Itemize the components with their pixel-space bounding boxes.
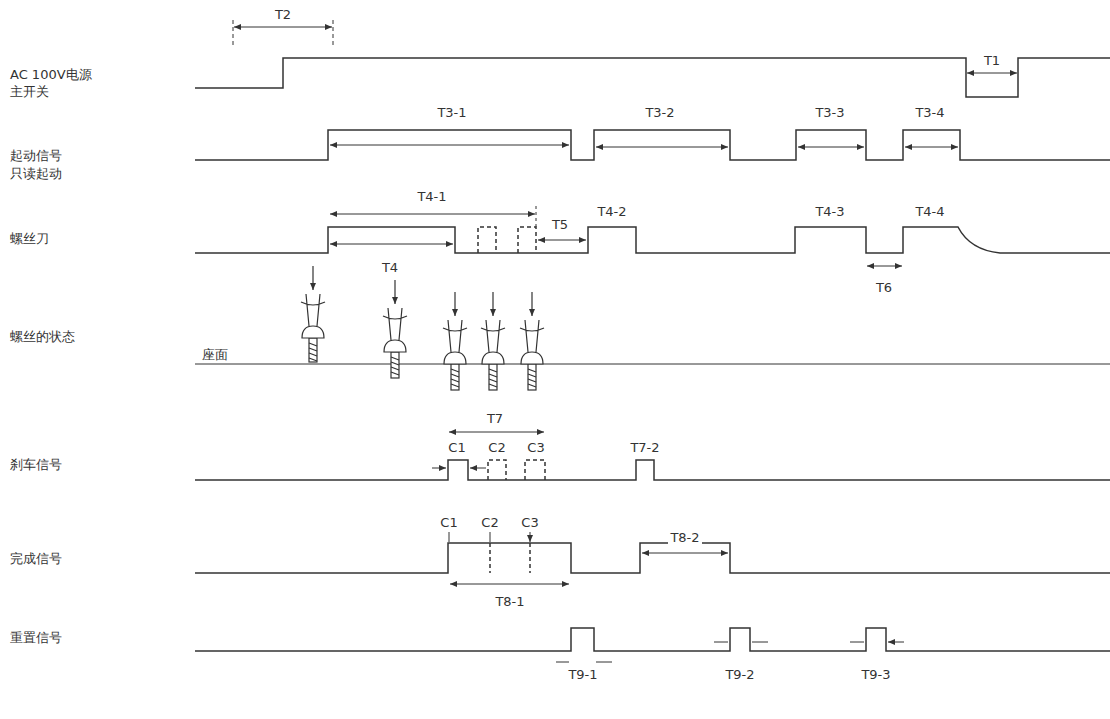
t3-arrow: [596, 147, 728, 148]
brake-dashed: [488, 460, 545, 480]
signal-name: 刹车信号: [8, 457, 64, 472]
complete-wave: [195, 543, 1110, 573]
reset-wave: [195, 628, 1110, 651]
t2-bracket: [233, 20, 333, 46]
timing-label: T7-2: [628, 440, 661, 455]
timing-label: T7: [485, 411, 505, 426]
timing-label: T8-1: [493, 594, 526, 609]
driver-dashed: [478, 227, 536, 253]
c1-width-arrow: [432, 468, 446, 469]
timing-label: T4-4: [913, 204, 946, 219]
timing-label: T4-3: [813, 204, 846, 219]
driver-wave: [195, 227, 1110, 253]
signal-name: 螺丝刀: [8, 231, 51, 246]
timing-label: T4-2: [595, 204, 628, 219]
screw-figures: [301, 266, 544, 390]
signal-name: 座面: [200, 347, 230, 362]
seat-line: [195, 364, 1110, 365]
timing-label: T1: [982, 53, 1002, 68]
t4-arrow: [330, 244, 453, 245]
timing-label: T9-1: [566, 667, 599, 682]
t3-arrows: [330, 145, 569, 146]
timing-label: T4: [380, 260, 400, 275]
timing-label: T3-4: [913, 105, 946, 120]
signal-name: 重置信号: [8, 630, 64, 645]
t4-1-tick: [536, 206, 537, 227]
brake-wave: [195, 460, 1110, 480]
t7-arrow: [449, 432, 544, 433]
t6-arrow: [867, 266, 902, 267]
complete-dashed: [490, 543, 530, 573]
timing-label: T5: [550, 217, 570, 232]
signal-name: 起动信号: [8, 148, 64, 163]
t5-arrow: [538, 240, 586, 241]
signal-name: 完成信号: [8, 551, 64, 566]
t1-arrow: [967, 73, 1017, 74]
start-wave: [195, 130, 1110, 160]
timing-label: T2: [273, 7, 293, 22]
timing-label: C1: [438, 515, 459, 530]
t3-arrow: [905, 147, 958, 148]
timing-label: C3: [525, 440, 546, 455]
timing-label: T6: [874, 280, 894, 295]
t9-arrows: [556, 642, 904, 662]
signal-name: 主开关: [8, 84, 51, 99]
timing-label: T3-2: [643, 105, 676, 120]
c1-width-arrow: [470, 468, 486, 469]
timing-label: C1: [446, 440, 467, 455]
t3-arrow: [798, 147, 864, 148]
timing-label: T8-2: [668, 530, 701, 545]
t4-1-arrow: [330, 214, 535, 215]
signal-name: 只读起动: [8, 166, 64, 181]
timing-label: T9-2: [723, 667, 756, 682]
t2-arrow: [234, 27, 332, 28]
signal-name: 螺丝的状态: [8, 329, 77, 344]
c-down-arrows: [449, 532, 530, 542]
t8-2-arrow: [642, 553, 728, 554]
power-wave: [195, 58, 1110, 97]
t8-1-arrow: [450, 584, 569, 585]
timing-label: C3: [519, 515, 540, 530]
timing-label: C2: [479, 515, 500, 530]
timing-label: C2: [486, 440, 507, 455]
timing-label: T3-3: [813, 105, 846, 120]
timing-label: T9-3: [859, 667, 892, 682]
timing-label: T4-1: [415, 189, 448, 204]
signal-name: AC 100V电源: [8, 67, 94, 82]
timing-label: T3-1: [435, 105, 468, 120]
